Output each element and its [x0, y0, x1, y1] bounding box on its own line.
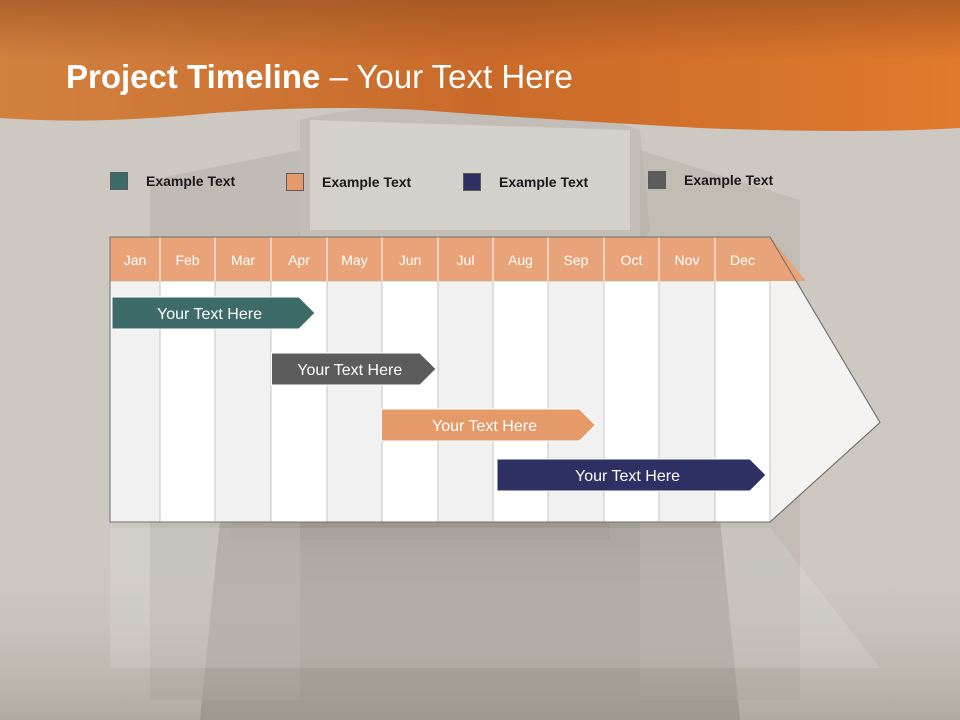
task-label-1: Your Text Here [157, 306, 262, 323]
month-label-feb: Feb [175, 252, 199, 268]
task-bar-2 [271, 352, 437, 386]
title-rest: – Your Text Here [320, 58, 573, 95]
month-column-jul [437, 280, 494, 523]
month-label-jul: Jul [457, 252, 475, 268]
timeline-reflection [110, 528, 880, 668]
legend-swatch-4 [648, 171, 666, 189]
month-column-jun [381, 280, 439, 523]
month-label-may: May [341, 252, 367, 268]
legend-item-3: Example Text [463, 173, 588, 191]
legend-swatch-2 [286, 173, 304, 191]
legend-item-4: Example Text [648, 171, 773, 189]
legend-item-1: Example Text [110, 172, 235, 190]
task-label-4: Your Text Here [575, 468, 680, 485]
legend-swatch-3 [463, 173, 481, 191]
month-label-nov: Nov [675, 252, 700, 268]
legend-label-4: Example Text [684, 172, 774, 188]
page-title: Project Timeline – Your Text Here [66, 58, 573, 96]
month-label-mar: Mar [231, 252, 255, 268]
month-label-aug: Aug [508, 252, 533, 268]
month-label-sep: Sep [564, 252, 589, 268]
month-label-jan: Jan [124, 252, 147, 268]
timeline-arrow-outline [109, 236, 881, 523]
task-bar-4 [496, 458, 767, 492]
legend-item-2: Example Text [286, 173, 411, 191]
month-label-apr: Apr [288, 252, 310, 268]
legend-label-1: Example Text [146, 173, 236, 189]
legend-swatch-1 [110, 172, 128, 190]
task-label-2: Your Text Here [297, 362, 402, 379]
month-header-strip [110, 237, 806, 281]
month-column-may [326, 280, 383, 523]
task-bar-3 [381, 408, 597, 442]
legend-label-3: Example Text [499, 174, 589, 190]
task-bar-1 [111, 296, 316, 330]
month-label-jun: Jun [399, 252, 422, 268]
month-label-oct: Oct [621, 252, 643, 268]
month-label-dec: Dec [730, 252, 755, 268]
task-label-3: Your Text Here [432, 418, 537, 435]
legend-label-2: Example Text [322, 174, 412, 190]
title-bold: Project Timeline [66, 58, 321, 95]
